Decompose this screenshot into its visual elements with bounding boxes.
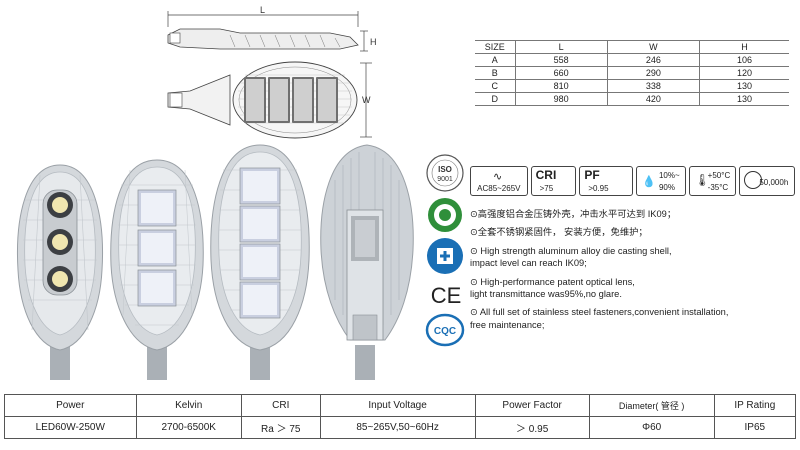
size-table: SIZE L W H A 558 246 106 B 660 290 120 C… <box>475 40 789 106</box>
width-label: W <box>362 95 371 105</box>
length-label: L <box>260 5 265 15</box>
side-view-drawing: L H <box>167 5 377 52</box>
size-header-h: H <box>699 40 789 54</box>
humidity-bottom: 90% <box>658 183 675 192</box>
height-label: H <box>370 37 377 47</box>
size-cell: 660 <box>514 66 608 80</box>
spec-value-kelvin: 2700-6500K <box>135 416 242 439</box>
spec-value-input-voltage: 85~265V,50~60Hz <box>319 416 476 439</box>
spec-value-cri: Ra ＞ 75 <box>240 416 321 439</box>
size-cell: D <box>475 92 516 106</box>
size-cell: 106 <box>699 53 789 67</box>
size-cell: 130 <box>699 79 789 93</box>
water-drop-icon: 💧 <box>641 176 656 188</box>
cri-value: >75 <box>539 184 554 193</box>
table-row: D 980 420 130 <box>475 92 789 106</box>
size-header-w: W <box>606 40 700 54</box>
table-row: C 810 338 130 <box>475 79 789 93</box>
clock-icon <box>744 171 763 189</box>
spec-header-input-voltage: Input Voltage <box>319 394 476 417</box>
thermometer-icon: 🌡 <box>694 173 710 187</box>
cqc-text: CQC <box>434 326 456 337</box>
feature-line: ⊙ High-performance patent optical lens, <box>470 276 635 287</box>
iso-number: 9001 <box>437 176 453 183</box>
spec-header-ip-rating: IP Rating <box>713 394 797 417</box>
ce-mark-icon: CE <box>431 283 462 308</box>
iso-text: ISO <box>438 165 452 174</box>
temperature-spec: 🌡 +50°C -35°C <box>688 166 737 196</box>
lamp-four-module-image <box>210 144 310 380</box>
feature-line: ⊙高强度铝合金压铸外壳，冲击水平可达到 IK09； <box>470 209 677 219</box>
size-cell: 338 <box>606 79 700 93</box>
ce-text: CE <box>431 283 462 308</box>
size-cell: 558 <box>514 53 608 67</box>
size-table-header: SIZE L W H <box>475 40 789 54</box>
size-header-l: L <box>514 40 608 54</box>
lamp-back-view-image <box>320 144 414 380</box>
lifetime-value: 50,000h <box>759 178 789 187</box>
cnas-certificate-icon <box>427 238 463 274</box>
size-cell: 420 <box>606 92 700 106</box>
feature-line: light transmittance was95%,no glare. <box>470 289 622 300</box>
spec-header-diameter: Diameter( 管径 ) <box>588 394 715 417</box>
table-row: A 558 246 106 <box>475 53 789 67</box>
table-row: B 660 290 120 <box>475 66 789 80</box>
top-view-drawing: W <box>167 61 372 139</box>
spec-value-power: LED60W-250W <box>4 416 137 439</box>
spec-header-cri: CRI <box>240 394 321 417</box>
iso-certificate-icon: ISO 9001 <box>426 154 464 192</box>
table-row: LED60W-250W 2700-6500K Ra ＞ 75 85~265V,5… <box>4 416 797 439</box>
pf-spec: PF >0.95 <box>579 166 633 196</box>
feature-line: impact level can reach IK09; <box>470 258 587 269</box>
spec-header-power-factor: Power Factor <box>474 394 590 417</box>
humidity-top: 10%~ <box>658 171 680 180</box>
feature-line: ⊙ All full set of stainless steel fasten… <box>470 307 729 318</box>
spec-value-power-factor: ＞ 0.95 <box>474 416 590 439</box>
spec-header-kelvin: Kelvin <box>135 394 242 417</box>
feature-line: free maintenance; <box>470 319 545 330</box>
pf-title: PF <box>584 168 600 182</box>
lamp-three-module-image <box>110 159 204 380</box>
voltage-value: AC85~265V <box>477 184 521 193</box>
feature-list: ⊙高强度铝合金压铸外壳，冲击水平可达到 IK09； ⊙全套不锈钢紧固件， 安装方… <box>470 208 795 331</box>
ac-wave-icon: ∿ <box>493 171 503 183</box>
temp-bottom: -35°C <box>707 183 729 192</box>
lamp-cob-image <box>17 164 103 380</box>
lifetime-spec: 50,000h <box>739 166 795 196</box>
spec-icons-row: ∿ AC85~265V CRI >75 PF >0.95 💧 10%~ 90% … <box>470 166 795 196</box>
spec-value-ip-rating: IP65 <box>713 416 797 439</box>
temp-top: +50°C <box>707 171 731 180</box>
spec-value-diameter: Φ60 <box>588 416 715 439</box>
spec-table-header: Power Kelvin CRI Input Voltage Power Fac… <box>4 394 797 417</box>
size-cell: 290 <box>606 66 700 80</box>
size-cell: 246 <box>606 53 700 67</box>
feature-line: ⊙全套不锈钢紧固件， 安装方便，免维护； <box>470 227 648 238</box>
certification-seal-icon <box>428 198 462 232</box>
cqc-certificate-icon: CQC <box>425 313 465 347</box>
size-cell: 980 <box>514 92 608 106</box>
size-cell: A <box>475 53 516 67</box>
humidity-spec: 💧 10%~ 90% <box>635 166 686 196</box>
pf-value: >0.95 <box>588 184 609 193</box>
size-cell: 120 <box>699 66 789 80</box>
voltage-spec: ∿ AC85~265V <box>470 166 528 196</box>
feature-line: ⊙ High strength aluminum alloy die casti… <box>470 245 672 256</box>
size-cell: C <box>475 79 516 93</box>
spec-header-power: Power <box>4 394 137 417</box>
size-cell: B <box>475 66 516 80</box>
size-cell: 130 <box>699 92 789 106</box>
spec-table: Power Kelvin CRI Input Voltage Power Fac… <box>4 394 797 439</box>
cri-spec: CRI >75 <box>530 166 577 196</box>
cri-title: CRI <box>535 168 557 182</box>
size-cell: 810 <box>514 79 608 93</box>
size-header-size: SIZE <box>475 40 516 54</box>
